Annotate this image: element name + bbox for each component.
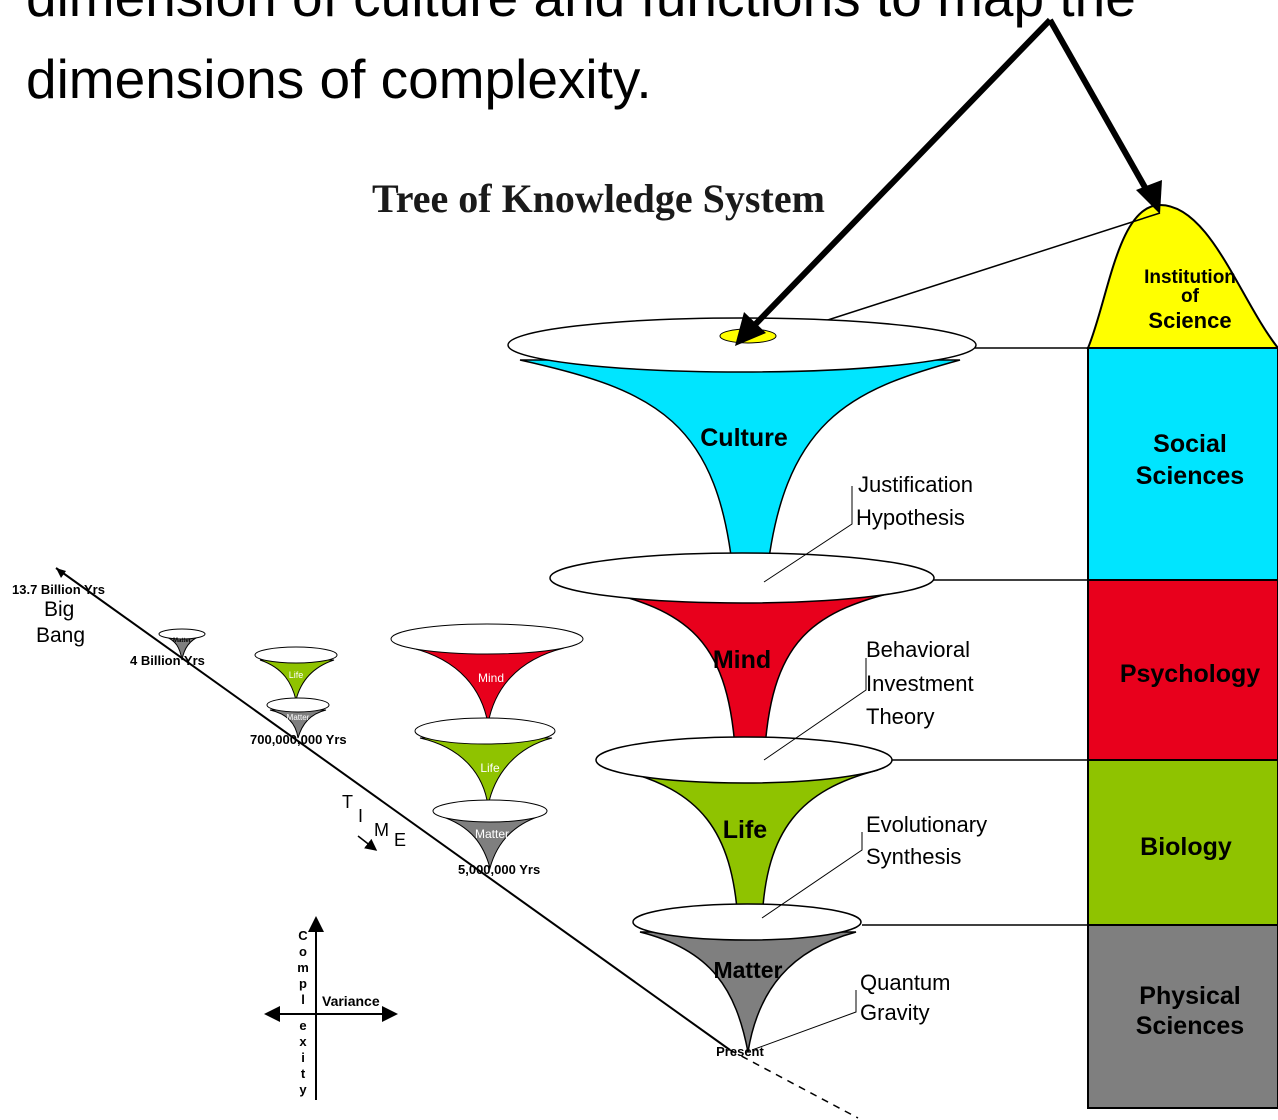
small-matter-label-2: Matter [287,713,310,722]
svg-text:E: E [394,830,406,850]
psychology-block [1087,579,1278,761]
jp3-label-2: Synthesis [866,844,961,869]
jp2-label-3: Theory [866,704,934,729]
jp1-label-1: Justification [858,472,973,497]
jp3-label-1: Evolutionary [866,812,987,837]
culture-label: Culture [700,424,788,452]
culture-cone: Culture [507,317,977,588]
medium-funnel-5-million: Mind Life Matter [390,623,584,870]
social-sciences-block [1087,347,1278,581]
small-funnel-4-billion: Matter [158,628,206,661]
five-million-label: 5,000,000 Yrs [458,862,540,877]
jp4-label-2: Gravity [860,1000,930,1025]
institution-label-3: Science [1148,308,1231,333]
svg-text:y: y [299,1082,307,1097]
svg-text:o: o [299,944,307,959]
culture-cone-rim [507,317,977,373]
life-label: Life [723,816,768,844]
svg-text:C: C [298,928,308,943]
social-sciences-label-2: Sciences [1136,462,1244,490]
matter-label: Matter [713,957,782,983]
svg-text:m: m [297,960,309,975]
jp3-leader [761,832,863,919]
time-label: T I M E [342,792,406,851]
slide-text-line-2: dimensions of complexity. [26,48,652,110]
svg-text:x: x [299,1034,307,1049]
life-cone: Life [595,736,893,925]
arrow-to-institution [1047,18,1158,207]
mind-label: Mind [713,646,771,674]
life-cone-rim [595,736,893,784]
four-billion-label: 4 Billion Yrs [130,653,205,668]
jp4-label-1: Quantum [860,970,951,995]
svg-text:i: i [301,1050,305,1065]
timeline-future-dashed [729,1049,859,1119]
present-label: Present [716,1044,764,1059]
matter-cone-rim [632,903,862,941]
svg-text:T: T [342,792,353,812]
svg-text:I: I [358,806,363,826]
svg-text:p: p [299,976,307,991]
svg-text:e: e [299,1018,306,1033]
seven-hundred-million-label: 700,000,000 Yrs [250,732,347,747]
arrow-to-institution-head [1136,180,1162,214]
small-life-label-1: Life [289,670,304,680]
jp1-label-2: Hypothesis [856,505,965,530]
jp4-leader [751,990,857,1051]
small-mind-label: Mind [478,671,504,685]
complexity-variance-axes: Variance C o m p l e x i t y [264,916,398,1100]
timeline-axis [55,567,731,1051]
time-arrow [357,835,378,851]
physical-sciences-block [1087,924,1278,1109]
big-bang-label-2: Bang [36,624,85,647]
connector-institution [774,212,1161,338]
slide-text-line-1: dimension of culture and functions to ma… [26,0,1136,32]
institution-label-2: of [1181,286,1200,307]
small-funnel-700-million: Life Matter [254,646,338,739]
physical-sciences-label-1: Physical [1139,982,1240,1010]
big-bang-years: 13.7 Billion Yrs [12,582,105,597]
jp2-label-2: Investment [866,671,974,696]
jp2-leader [763,658,867,761]
biology-block [1087,759,1278,926]
timeline-arrowhead [56,568,66,578]
svg-text:M: M [374,820,389,840]
small-matter-label-3: Matter [475,827,509,841]
arrow-to-culture [742,17,1053,338]
social-sciences-label-1: Social [1153,430,1227,458]
jp2-label-1: Behavioral [866,637,970,662]
small-life-label-2: Life [480,761,500,775]
biology-label: Biology [1140,833,1232,861]
institution-label-1: Institution [1144,267,1236,288]
diagram-title: Tree of Knowledge System [372,176,825,221]
mind-cone-rim [549,552,935,604]
variance-label: Variance [322,993,380,1009]
matter-cone: Matter Present [632,903,862,1059]
joint-points: Justification Hypothesis Behavioral Inve… [751,472,987,1051]
jp1-leader [763,486,853,583]
psychology-label: Psychology [1120,660,1260,688]
small-matter-label-1: Matter [173,638,192,644]
science-column: Institution of Science Social Sciences P… [1086,203,1278,1109]
svg-text:l: l [301,992,305,1007]
physical-sciences-label-2: Sciences [1136,1012,1244,1040]
big-bang-label-1: Big [44,598,74,621]
arrow-to-culture-head [735,312,766,346]
svg-text:t: t [301,1066,306,1081]
